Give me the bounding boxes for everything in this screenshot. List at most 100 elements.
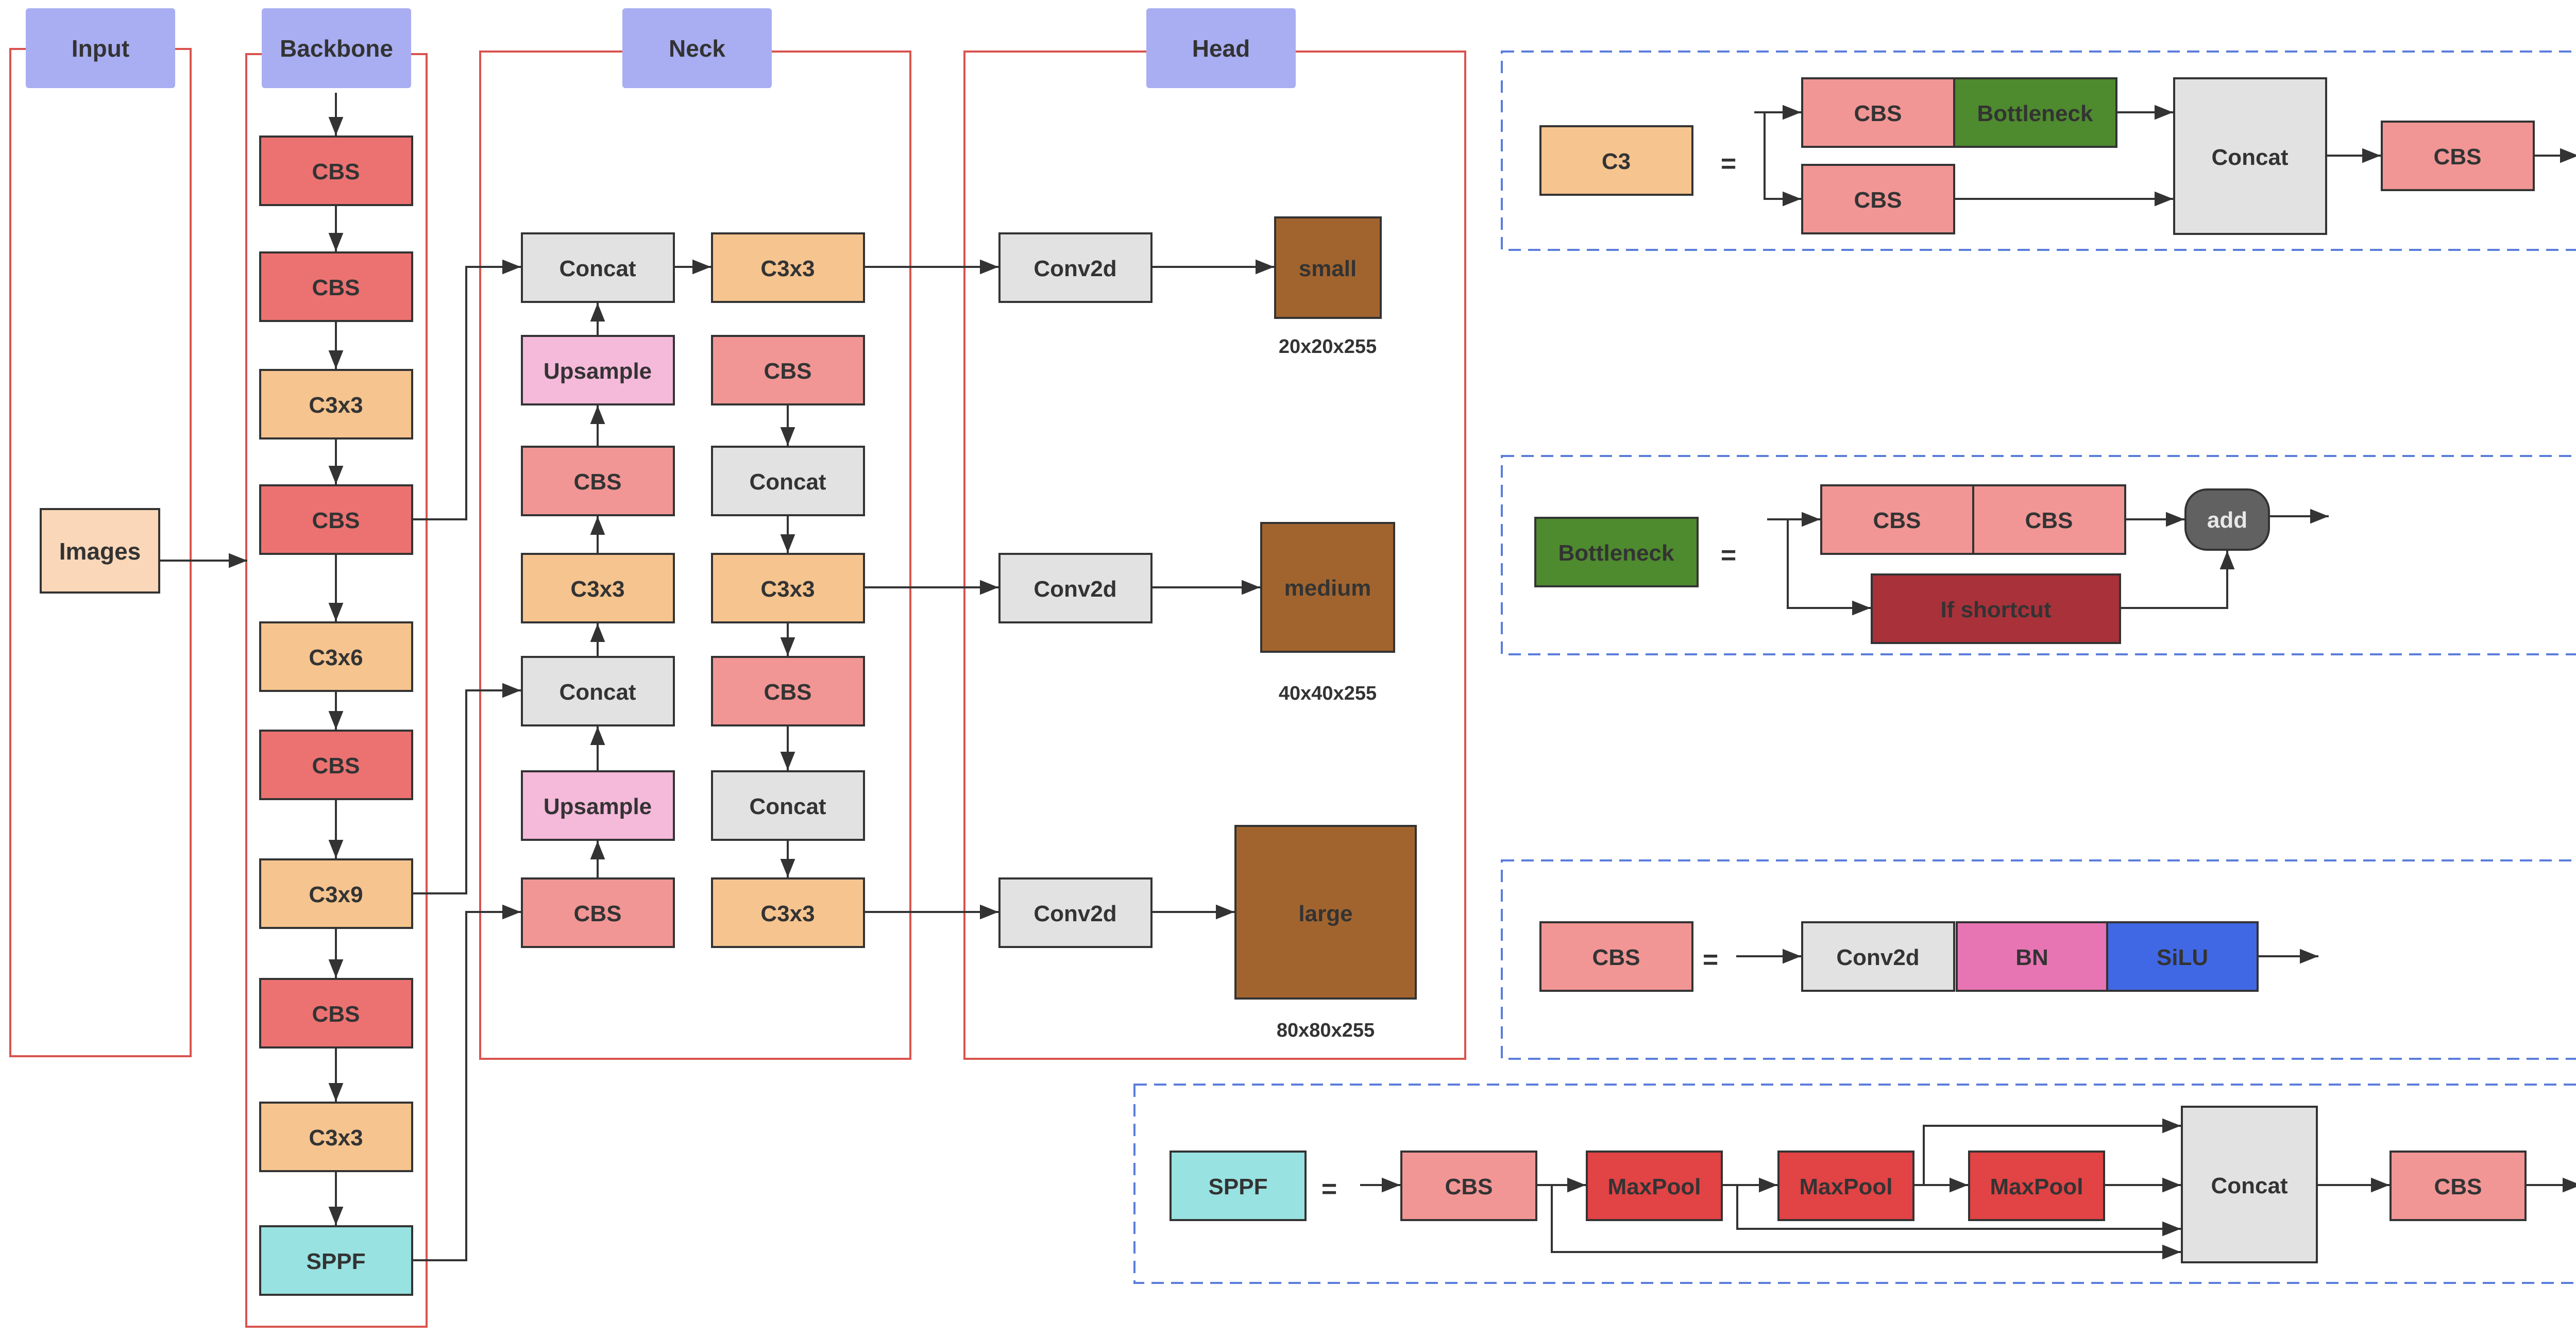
- neck-concat-mid: Concat: [521, 656, 675, 726]
- svg-text:CBS: CBS: [2434, 1174, 2482, 1199]
- legend-c3-name-box: [1539, 125, 1693, 196]
- legend-cbs-name: CBS: [1592, 945, 1640, 970]
- legend-sppf-name: SPPF: [1209, 1174, 1268, 1199]
- neck-concat-top: Concat: [521, 232, 675, 303]
- legend-bottleneck-panel: [1501, 455, 2576, 655]
- images-block: Images: [40, 508, 160, 594]
- head-row-small: Conv2d small 20x20x255: [998, 216, 1382, 358]
- backbone-block-1: CBS: [259, 136, 413, 206]
- svg-text:Conv2d: Conv2d: [1033, 256, 1116, 281]
- legend-bottleneck-shortcut: [1871, 573, 2121, 644]
- legend-sppf-cbs-in: [1400, 1151, 1537, 1221]
- legend-bottleneck: Bottleneck = CBS CBS If shortcut add: [1501, 455, 2576, 655]
- legend-cbs-name-box: [1539, 921, 1693, 992]
- output-small-label: small: [1299, 256, 1357, 281]
- output-medium-size: 40x40x255: [1279, 683, 1377, 704]
- svg-text:CBS: CBS: [574, 901, 622, 926]
- neck-upsample-top: Upsample: [521, 335, 675, 405]
- neck-cbs-right-bottom: CBS: [711, 656, 865, 726]
- legend-sppf-maxpool-3: [1968, 1151, 2105, 1221]
- output-medium-box: [1260, 522, 1395, 653]
- output-large-box: [1234, 825, 1417, 1000]
- legend-sppf-name-box: [1170, 1151, 1307, 1221]
- backbone-blocks: CBS CBS C3x3 CBS C3x6 CBS C3x9 CBS: [259, 136, 413, 1296]
- neck-right-arrows: [674, 259, 795, 877]
- images-box: [40, 508, 160, 594]
- svg-text:Concat: Concat: [749, 794, 826, 819]
- svg-text:CBS: CBS: [2025, 508, 2073, 533]
- svg-text:Concat: Concat: [559, 680, 636, 705]
- output-small-box: [1274, 216, 1382, 319]
- backbone-block-9: C3x3: [259, 1102, 413, 1172]
- header-head: Head: [1146, 8, 1296, 88]
- svg-text:MaxPool: MaxPool: [1608, 1174, 1701, 1199]
- neck-concat-right-top: Concat: [711, 446, 865, 516]
- svg-text:CBS: CBS: [1873, 508, 1921, 533]
- legend-cbs-panel: [1501, 859, 2576, 1060]
- legend-cbs-equals: =: [1703, 945, 1718, 975]
- neck-left-column: Concat Upsample CBS C3x3 Concat Upsample…: [521, 232, 675, 948]
- legend-c3-name: C3: [1602, 149, 1631, 174]
- legend-cbs-bn: [1956, 921, 2108, 992]
- legend-sppf-cbs-out: [2389, 1151, 2527, 1221]
- svg-text:C3x6: C3x6: [309, 645, 363, 670]
- svg-text:Conv2d: Conv2d: [1033, 577, 1116, 602]
- header-neck-box: [622, 8, 772, 88]
- legend-bottleneck-name: Bottleneck: [1558, 540, 1674, 566]
- legend-sppf-concat: [2181, 1106, 2318, 1263]
- backbone-block-4: CBS: [259, 484, 413, 555]
- legend-bottleneck-equals: =: [1721, 540, 1736, 570]
- svg-text:Upsample: Upsample: [544, 794, 652, 819]
- backbone-block-6: CBS: [259, 730, 413, 800]
- header-backbone: Backbone: [262, 8, 411, 88]
- svg-text:C3x3: C3x3: [760, 256, 815, 281]
- legend-c3-equals: =: [1721, 149, 1736, 179]
- svg-text:Concat: Concat: [2211, 1173, 2287, 1198]
- neck-cbs-right-top: CBS: [711, 335, 865, 405]
- backbone-block-8: CBS: [259, 978, 413, 1048]
- svg-text:C3x3: C3x3: [760, 577, 815, 602]
- legend-cbs-silu: [2106, 921, 2259, 992]
- svg-text:Concat: Concat: [749, 469, 826, 495]
- header-backbone-label: Backbone: [280, 35, 393, 62]
- svg-text:CBS: CBS: [1854, 188, 1902, 213]
- svg-text:C3x9: C3x9: [309, 882, 363, 907]
- backbone-block-10: SPPF: [259, 1225, 413, 1296]
- svg-text:CBS: CBS: [312, 1002, 360, 1027]
- header-neck: Neck: [622, 8, 772, 88]
- svg-text:SiLU: SiLU: [2157, 945, 2208, 970]
- svg-text:MaxPool: MaxPool: [1800, 1174, 1893, 1199]
- header-head-label: Head: [1192, 35, 1250, 62]
- neck-c3-left: C3x3: [521, 553, 675, 623]
- svg-text:Conv2d: Conv2d: [1836, 945, 1919, 970]
- legend-bottleneck-add: [2184, 488, 2270, 551]
- svg-text:SPPF: SPPF: [307, 1249, 366, 1274]
- svg-text:Conv2d: Conv2d: [1033, 901, 1116, 926]
- legend-c3: C3 = CBS Bottleneck CBS Concat CBS: [1501, 50, 2576, 251]
- neck-c3-right-top: C3x3: [711, 232, 865, 303]
- svg-text:MaxPool: MaxPool: [1990, 1174, 2083, 1199]
- neck-cbs-left-top: CBS: [521, 446, 675, 516]
- svg-text:C3x3: C3x3: [760, 901, 815, 926]
- svg-text:Concat: Concat: [2211, 145, 2288, 170]
- svg-text:CBS: CBS: [574, 469, 622, 495]
- svg-text:If shortcut: If shortcut: [1940, 597, 2051, 622]
- header-backbone-box: [262, 8, 411, 88]
- svg-text:CBS: CBS: [764, 359, 812, 384]
- svg-text:Upsample: Upsample: [544, 359, 652, 384]
- backbone-block-7: C3x9: [259, 858, 413, 929]
- neck-c3-right-mid: C3x3: [711, 553, 865, 623]
- neck-cbs-left-bottom: CBS: [521, 877, 675, 948]
- output-large-label: large: [1298, 901, 1352, 926]
- head-row-medium: Conv2d medium 40x40x255: [998, 522, 1395, 704]
- head-conv-medium: [998, 553, 1153, 623]
- head-conv-small: [998, 232, 1153, 303]
- legend-sppf-panel: [1133, 1084, 2576, 1284]
- backbone-block-5: C3x6: [259, 621, 413, 692]
- header-head-box: [1146, 8, 1296, 88]
- header-input-box: [26, 8, 175, 88]
- header-neck-label: Neck: [669, 35, 725, 62]
- head-arrows: [864, 259, 1274, 920]
- svg-text:CBS: CBS: [312, 753, 360, 779]
